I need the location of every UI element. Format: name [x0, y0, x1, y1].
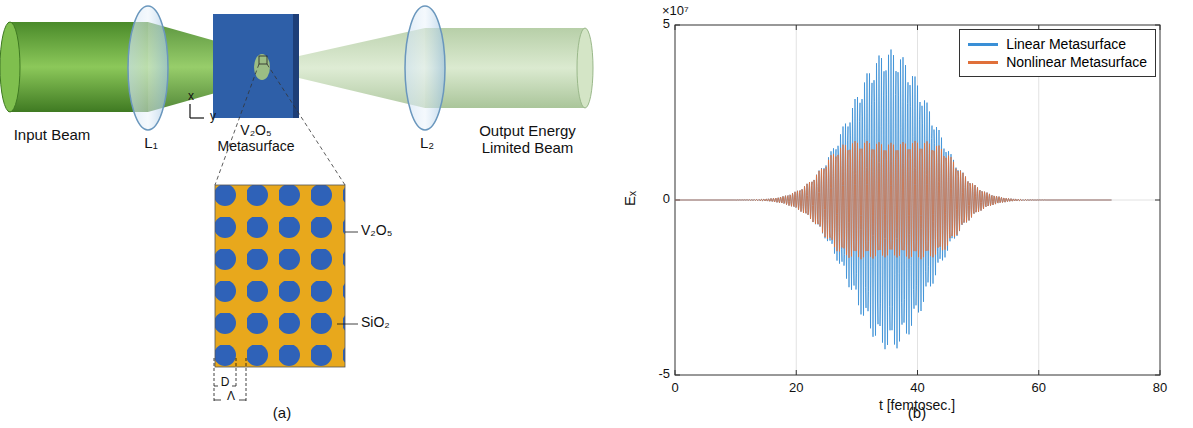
axis-title: Eₓ — [621, 184, 638, 214]
beam-label: Input Beam — [12, 126, 92, 143]
tick-mark — [1155, 25, 1160, 26]
tick-mark — [1155, 200, 1160, 201]
tick-label: 60 — [1024, 381, 1054, 396]
axis-label: y — [206, 110, 220, 124]
tick-label: 80 — [1145, 381, 1175, 396]
legend-row: Linear Metasurface — [968, 36, 1147, 52]
legend-swatch — [968, 43, 998, 46]
tick-mark — [1038, 370, 1039, 375]
tick-mark — [796, 25, 797, 30]
material-label: V₂O₅ — [361, 222, 411, 238]
legend-text: Nonlinear Metasurface — [1006, 54, 1147, 70]
tick-label: 5 — [645, 17, 670, 32]
chart-legend: Linear MetasurfaceNonlinear Metasurface — [959, 29, 1156, 77]
tick-mark — [675, 370, 676, 375]
tick-mark — [675, 25, 676, 30]
legend-swatch — [968, 61, 998, 64]
tick-label: 0 — [660, 381, 690, 396]
signal-trace — [675, 50, 1112, 350]
tick-mark — [1155, 375, 1160, 376]
lens-label: L₂ — [412, 134, 442, 151]
tick-mark — [675, 25, 680, 26]
tick-mark — [1160, 25, 1161, 30]
tick-mark — [675, 375, 680, 376]
material-label: SiO₂ — [361, 314, 411, 330]
tick-label: 40 — [903, 381, 933, 396]
dimension-label: D — [218, 376, 232, 390]
legend-text: Linear Metasurface — [1006, 36, 1126, 52]
tick-mark — [796, 370, 797, 375]
tick-mark — [917, 370, 918, 375]
lens-label: L₁ — [136, 134, 166, 151]
tick-mark — [1160, 370, 1161, 375]
signal-trace — [675, 141, 1112, 259]
panel-label: (a) — [262, 404, 302, 421]
metasurface-label: V₂O₅ Metasurface — [214, 122, 298, 154]
tick-label: -5 — [645, 367, 670, 382]
tick-label: 20 — [781, 381, 811, 396]
axis-label: x — [184, 90, 198, 104]
dimension-label: Λ — [223, 390, 239, 404]
legend-row: Nonlinear Metasurface — [968, 54, 1147, 70]
panel-label: (b) — [897, 404, 937, 421]
tick-mark — [917, 25, 918, 30]
beam-label: Output Energy Limited Beam — [470, 122, 585, 157]
tick-label: 0 — [645, 192, 670, 207]
